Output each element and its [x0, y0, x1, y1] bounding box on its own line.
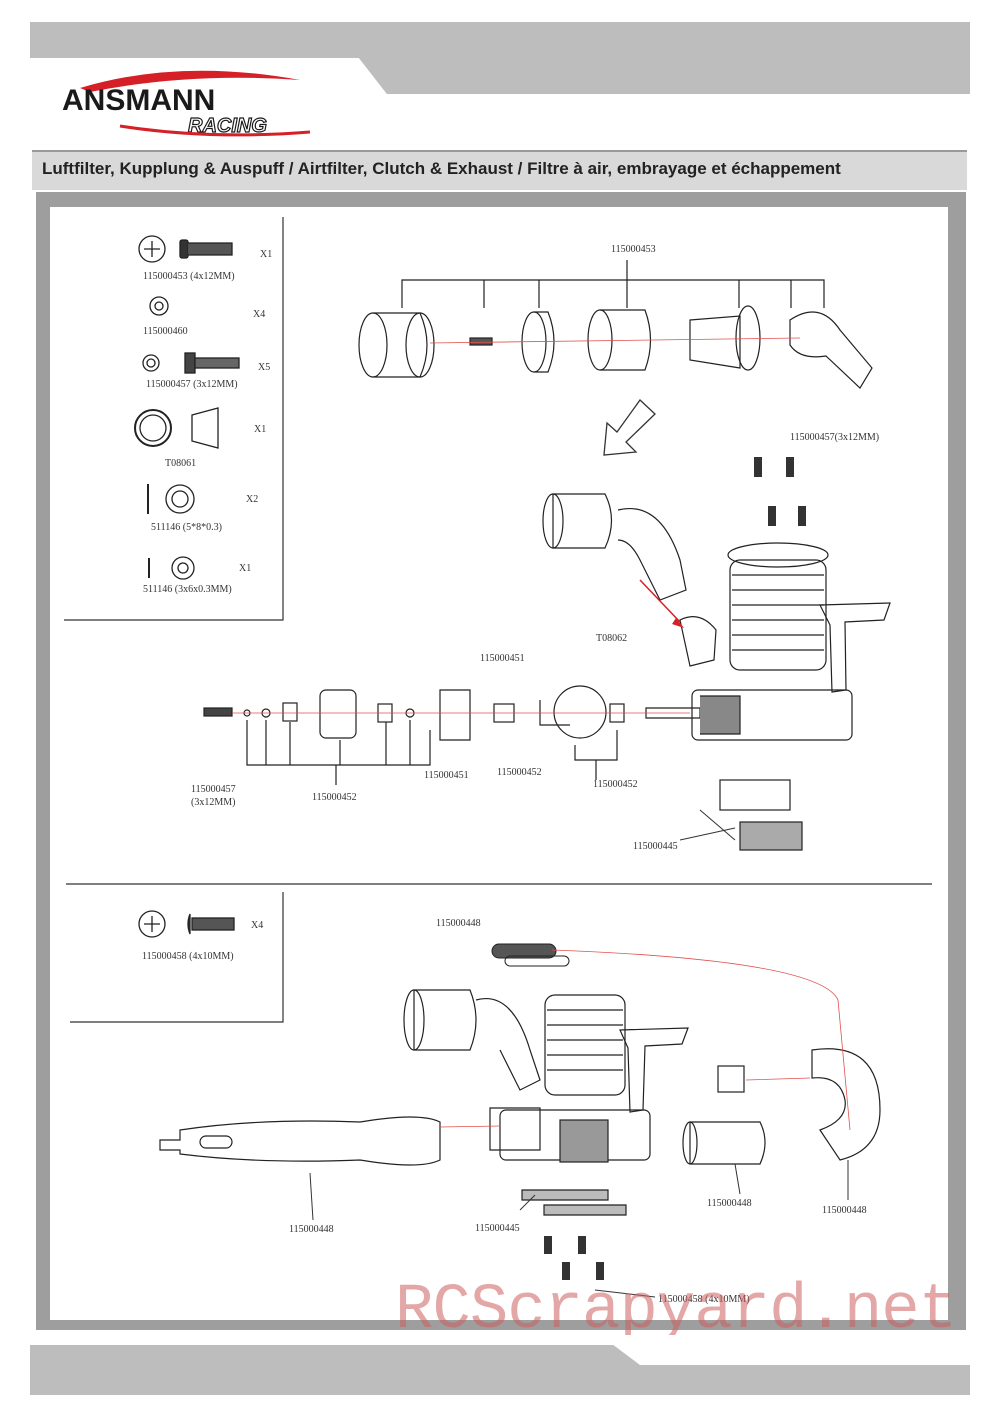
legend-bottom-label: 115000458 (4x10MM): [142, 951, 234, 962]
legend-qty-2: X4: [253, 309, 265, 320]
shim-icon: [165, 484, 195, 514]
callout-carb-nut: T08062: [596, 633, 627, 644]
legend-qty-1: X1: [260, 249, 272, 260]
legend-bottom: [138, 910, 235, 938]
spring: [491, 943, 570, 967]
engine-top: [542, 493, 891, 851]
callout-mount-screws: 115000458 (4x10MM): [658, 1294, 750, 1305]
page-title: Luftfilter, Kupplung & Auspuff / Airtfil…: [42, 159, 841, 178]
button-screw-icon: [138, 910, 166, 938]
nut-icon: [142, 354, 160, 372]
callout-flywheel: 115000452: [593, 779, 638, 790]
callout-screw: 115000457: [191, 784, 236, 795]
head-screws: [754, 457, 806, 526]
legend-bottom-qty: X4: [251, 920, 263, 931]
airfilter-guide: [429, 337, 801, 344]
callout-pipe: 115000448: [289, 1224, 334, 1235]
cone-icon: [191, 407, 219, 449]
legend-label-4: T08061: [165, 458, 196, 469]
legend-qty-5: X2: [246, 494, 258, 505]
callout-coupler: 115000448: [707, 1198, 752, 1209]
legend-qty-6: X1: [239, 563, 251, 574]
assembly-arrow: [603, 399, 656, 456]
legend-label-1: 115000453 (4x12MM): [143, 271, 235, 282]
callout-clutch-shoe: 115000452: [497, 767, 542, 778]
callout-clutch-pin-bottom: 115000451: [424, 770, 469, 781]
legend-qty-3: X5: [258, 362, 270, 373]
callout-airfilter: 115000453: [611, 244, 656, 255]
callout-clutch-bell: 115000452: [312, 792, 357, 803]
brand-logo: ANSMANN RACING: [62, 70, 310, 138]
footer-band-cut: [600, 1335, 1000, 1365]
washer-icon: [149, 296, 169, 316]
screw-head-icon: [138, 235, 166, 263]
o-ring-icon: [134, 409, 172, 447]
legend-box-bottom: [70, 892, 284, 1023]
section-title-bar: Luftfilter, Kupplung & Auspuff / Airtfil…: [32, 150, 967, 190]
legend-qty-4: X1: [254, 424, 266, 435]
brand-sub: RACING: [188, 115, 267, 137]
airfilter-group: [358, 260, 873, 389]
callout-spring: 115000448: [436, 918, 481, 929]
legend-label-3: 115000457 (3x12MM): [146, 379, 238, 390]
clutch-group: [203, 685, 625, 785]
shim-small-icon: [171, 556, 195, 580]
exhaust-guide: [439, 1077, 811, 1128]
diagram-panel: [50, 207, 948, 1320]
callout-clutch-pin-top: 115000451: [480, 653, 525, 664]
brand-name: ANSMANN: [62, 84, 215, 117]
carb-guide: [639, 579, 681, 623]
legend-label-2: 115000460: [143, 326, 188, 337]
callout-mount-bottom: 115000445: [475, 1223, 520, 1234]
callout-manifold: 115000448: [822, 1205, 867, 1216]
legend-label-5: 511146 (5*8*0.3): [151, 522, 222, 533]
mount-screws: [544, 1236, 604, 1280]
engine-bottom: [159, 989, 881, 1216]
callout-mount: 115000445: [633, 841, 678, 852]
legend-label-6: 511146 (3x6x0.3MM): [143, 584, 232, 595]
callout-head-screws: 115000457(3x12MM): [790, 432, 879, 443]
spring-guide: [551, 949, 851, 1131]
legend-top: [134, 235, 240, 580]
legend-box-top: [64, 217, 284, 621]
callout-screw-size: (3x12MM): [191, 797, 235, 808]
